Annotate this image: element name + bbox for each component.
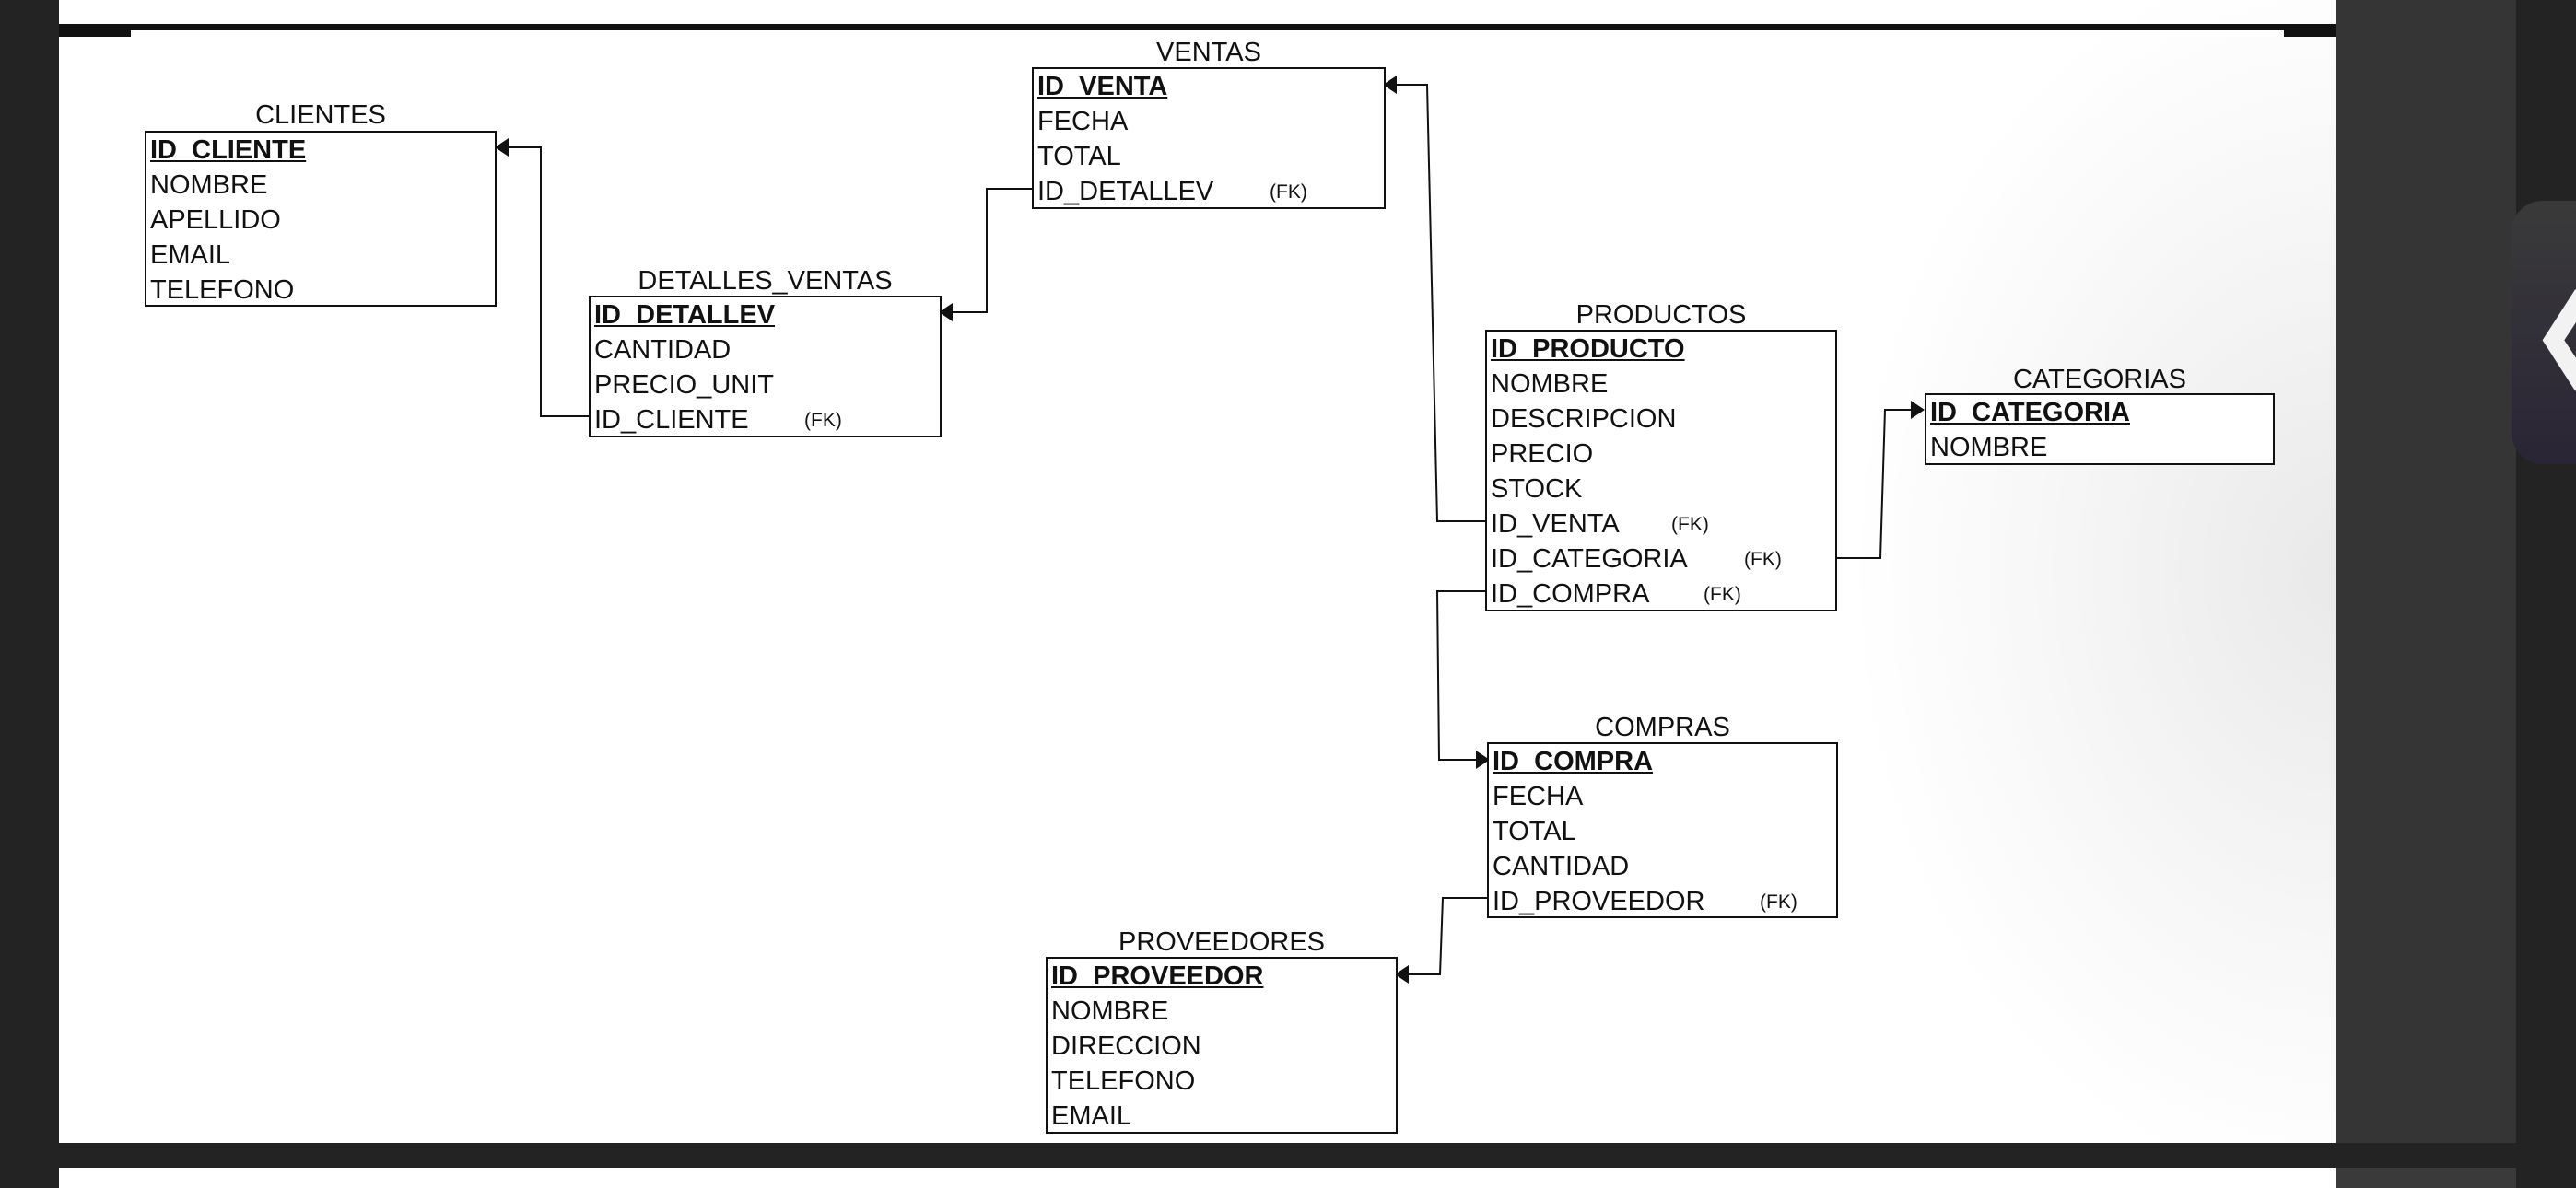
field: CANTIDAD (1493, 852, 1630, 881)
pk-field: ID_COMPRA (1493, 747, 1654, 776)
field: CANTIDAD (594, 335, 732, 365)
table-title-proveedores: PROVEEDORES (1118, 927, 1325, 957)
fk-field: ID_CLIENTE(FK) (591, 402, 940, 437)
fk-label: (FK) (1270, 181, 1307, 203)
table-detalles-ventas[interactable]: ID_DETALLEV CANTIDAD PRECIO_UNIT ID_CLIE… (589, 296, 942, 437)
connector-ventas-detalles (942, 188, 1032, 313)
fk-label: (FK) (1744, 549, 1782, 570)
table-title-categorias: CATEGORIAS (2013, 365, 2186, 394)
pk-field: ID_DETALLEV (594, 300, 776, 330)
connector-productos-compras (1435, 590, 1487, 761)
arrowhead-proveedores (1395, 965, 1409, 984)
pk-field: ID_PROVEEDOR (1051, 961, 1264, 991)
collapse-panel-button[interactable]: ❮ (2512, 201, 2576, 464)
table-compras[interactable]: ID_COMPRA FECHA TOTAL CANTIDAD ID_PROVEE… (1487, 742, 1838, 918)
fk-label: (FK) (1704, 584, 1741, 605)
table-title-detalles-ventas: DETALLES_VENTAS (638, 266, 893, 296)
field: STOCK (1491, 474, 1583, 504)
field: PRECIO_UNIT (594, 370, 774, 400)
arrowhead-categorias (1911, 401, 1925, 419)
pk-field: ID_PRODUCTO (1491, 334, 1685, 364)
field: TOTAL (1493, 817, 1576, 846)
page-top-border-gap (131, 30, 2284, 37)
fk-field: ID_PROVEEDOR(FK) (1489, 884, 1836, 919)
table-ventas[interactable]: ID_VENTA FECHA TOTAL ID_DETALLEV(FK) (1032, 67, 1386, 209)
field: DESCRIPCION (1491, 404, 1677, 434)
fk-field: ID_VENTA(FK) (1487, 507, 1835, 542)
window-edge (2516, 0, 2576, 1143)
arrowhead-ventas (1383, 76, 1397, 94)
arrowhead-detalles (939, 303, 953, 321)
table-categorias[interactable]: ID_CATEGORIA NOMBRE (1925, 393, 2275, 465)
field: TELEFONO (1051, 1066, 1196, 1096)
fk-field: ID_CATEGORIA(FK) (1487, 542, 1835, 577)
field: TELEFONO (150, 275, 295, 305)
table-title-productos: PRODUCTOS (1575, 300, 1747, 330)
chevron-left-icon: ❮ (2528, 275, 2576, 389)
connector-detalles-clientes (498, 146, 589, 417)
field: FECHA (1037, 107, 1129, 136)
field: NOMBRE (1930, 433, 2048, 462)
pk-field: ID_VENTA (1037, 72, 1168, 101)
field: NOMBRE (150, 170, 268, 200)
next-page-edge (59, 1168, 2516, 1188)
side-panel-bottom (2336, 1168, 2516, 1188)
field: EMAIL (1051, 1101, 1132, 1131)
table-title-ventas: VENTAS (1156, 38, 1261, 67)
table-title-clientes: CLIENTES (255, 100, 386, 130)
pk-field: ID_CLIENTE (150, 135, 307, 165)
field: EMAIL (150, 240, 231, 270)
field: DIRECCION (1051, 1031, 1201, 1061)
fk-label: (FK) (1671, 514, 1709, 535)
pk-field: ID_CATEGORIA (1930, 398, 2130, 427)
table-proveedores[interactable]: ID_PROVEEDOR NOMBRE DIRECCION TELEFONO E… (1046, 957, 1398, 1134)
fk-field: ID_COMPRA(FK) (1487, 577, 1835, 611)
field: APELLIDO (150, 205, 281, 235)
table-title-compras: COMPRAS (1595, 713, 1730, 742)
fk-field: ID_DETALLEV(FK) (1034, 174, 1384, 209)
connector-compras-proveedores (1398, 897, 1487, 975)
arrowhead-compras (1476, 751, 1490, 769)
field: NOMBRE (1491, 369, 1609, 399)
fk-label: (FK) (804, 410, 842, 431)
field: NOMBRE (1051, 996, 1169, 1026)
arrowhead-clientes (495, 138, 509, 157)
table-clientes[interactable]: ID_CLIENTE NOMBRE APELLIDO EMAIL TELEFON… (145, 131, 497, 307)
side-panel (2336, 0, 2516, 1143)
connector-productos-ventas (1386, 84, 1485, 522)
field: PRECIO (1491, 439, 1594, 469)
connector-productos-categorias (1837, 409, 1922, 559)
fk-label: (FK) (1760, 891, 1797, 913)
field: TOTAL (1037, 142, 1121, 171)
table-productos[interactable]: ID_PRODUCTO NOMBRE DESCRIPCION PRECIO ST… (1485, 330, 1837, 611)
field: FECHA (1493, 782, 1584, 811)
